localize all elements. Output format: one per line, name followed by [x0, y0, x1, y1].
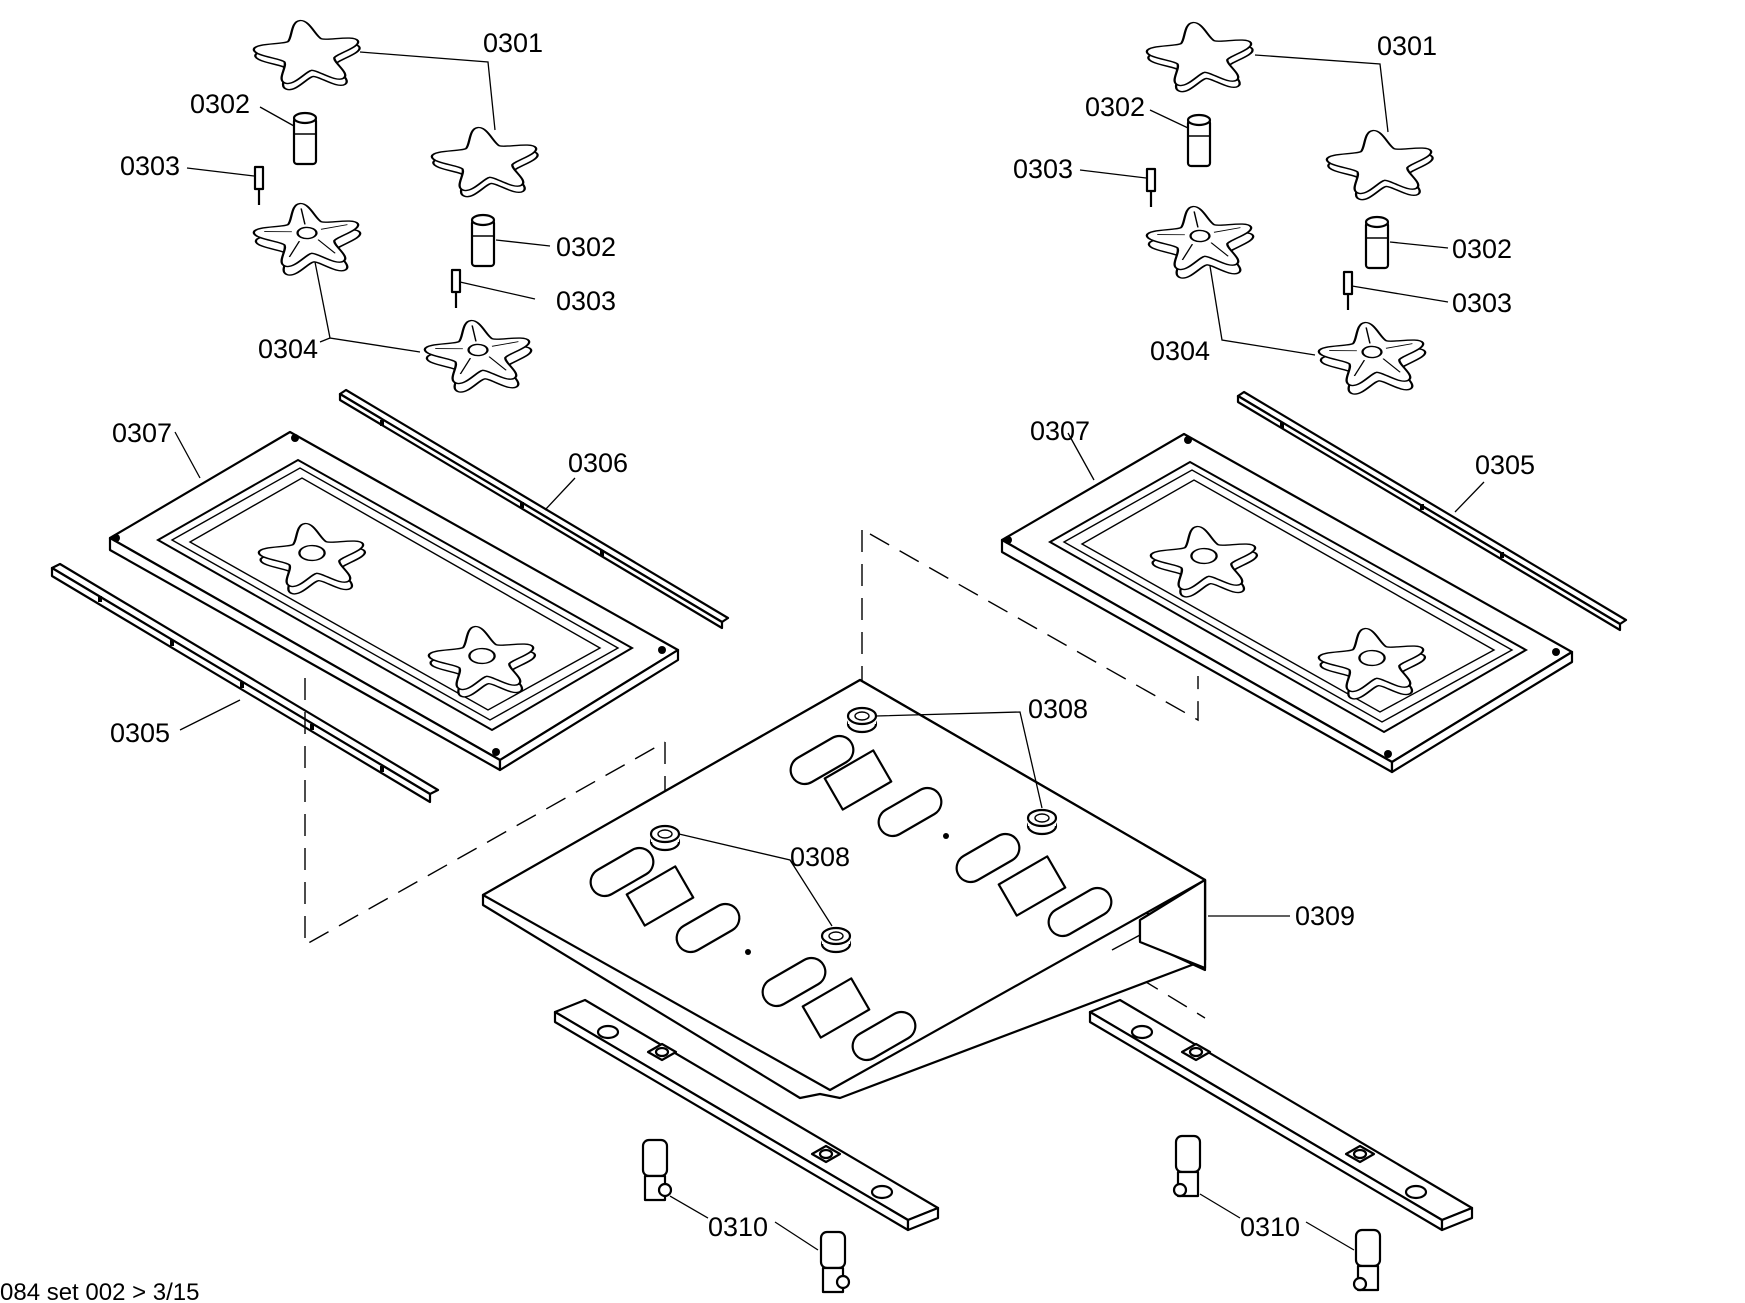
burner-ring-left-bottom — [417, 315, 541, 396]
callout-0301-left: 0301 — [483, 28, 543, 58]
footer-reference: 084 set 002 > 3/15 — [0, 1279, 200, 1303]
trim-strip-left-back — [338, 388, 730, 630]
callout-0308-bottom: 0308 — [790, 842, 850, 872]
burner-insert-left-b — [470, 213, 496, 268]
grommet-set — [649, 706, 1058, 954]
nozzle-rail-right — [1088, 998, 1474, 1232]
gas-nozzle-set — [641, 1134, 1382, 1294]
trim-strip-right — [1236, 390, 1628, 632]
nozzle-rail-left — [553, 998, 940, 1232]
left-burner-group: 0301 0302 0303 0302 0303 0304 — [120, 15, 616, 396]
ignition-electrode-left-a — [253, 165, 265, 205]
burner-tray-right — [1000, 432, 1574, 774]
right-burner-group: 0301 0302 0303 0302 0303 0304 — [1013, 17, 1512, 398]
ignition-electrode-right-b — [1342, 270, 1354, 310]
ignition-electrode-right-a — [1145, 167, 1157, 207]
burner-cap-right-top — [1139, 17, 1263, 95]
callout-0310-left: 0310 — [708, 1212, 768, 1242]
callout-0308-top: 0308 — [1028, 694, 1088, 724]
callout-0302-right-a: 0302 — [1085, 92, 1145, 122]
callout-0303-right-a: 0303 — [1013, 154, 1073, 184]
burner-cap-left-top — [246, 15, 370, 93]
callout-0303-left-a: 0303 — [120, 151, 180, 181]
callout-0301-right: 0301 — [1377, 31, 1437, 61]
trim-strip-left-front — [50, 562, 440, 804]
callout-0303-right-b: 0303 — [1452, 288, 1512, 318]
callout-0302-left-b: 0302 — [556, 232, 616, 262]
burner-ring-right-top — [1139, 201, 1263, 282]
callout-0303-left-b: 0303 — [556, 286, 616, 316]
callout-0305-left: 0305 — [110, 718, 170, 748]
burner-ring-left-top — [246, 198, 370, 279]
callout-0306-left: 0306 — [568, 448, 628, 478]
callout-0304-right: 0304 — [1150, 336, 1210, 366]
ignition-electrode-left-b — [450, 268, 462, 308]
callout-0307-right: 0307 — [1030, 416, 1090, 446]
callout-0310-right: 0310 — [1240, 1212, 1300, 1242]
burner-tray-left — [108, 430, 680, 772]
callout-0309: 0309 — [1295, 901, 1355, 931]
callout-0305-right: 0305 — [1475, 450, 1535, 480]
callout-0307-left: 0307 — [112, 418, 172, 448]
callout-0302-left-a: 0302 — [190, 89, 250, 119]
callout-0304-left: 0304 — [258, 334, 318, 364]
callout-0302-right-b: 0302 — [1452, 234, 1512, 264]
burner-insert-left-a — [292, 111, 318, 166]
burner-insert-right-a — [1186, 113, 1212, 168]
burner-insert-right-b — [1364, 215, 1390, 270]
burner-cap-left-bottom — [424, 122, 548, 200]
burner-ring-right-bottom — [1311, 317, 1435, 398]
burner-cap-right-bottom — [1319, 125, 1443, 203]
